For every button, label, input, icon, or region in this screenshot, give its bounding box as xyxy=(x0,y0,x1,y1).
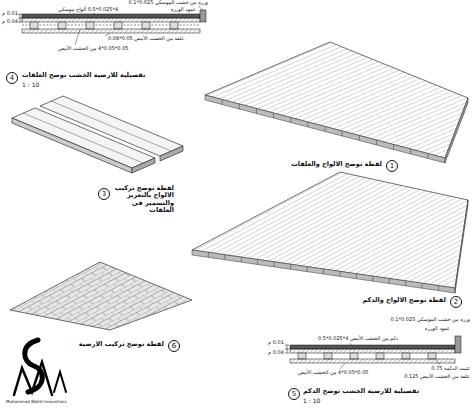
logo-mark xyxy=(14,340,66,395)
view-number: 4 xyxy=(10,75,14,82)
floor-planks-battens-view xyxy=(205,42,468,163)
dimension-note: 0.01 م xyxy=(2,11,18,17)
tongue-groove-planks xyxy=(12,96,183,173)
dimension-note: 0.04 م xyxy=(268,350,284,356)
dimension-note: وزرة من خشب الموسكي 0.025*0.1 xyxy=(391,317,470,323)
view-number: 1 xyxy=(390,163,394,170)
view-number-circle: 6 xyxy=(168,340,180,352)
dimension-note: علفة من الخشب الأبيض 0.125 xyxy=(404,374,470,380)
scale-note: 1 : 10 xyxy=(22,82,39,89)
view-number-circle: 1 xyxy=(386,160,398,172)
scale-note: 1 : 10 xyxy=(303,398,320,405)
logo-text: Muhammad Walid Innovations xyxy=(6,400,66,405)
dimension-note: 0.05*0.05*4 من الخشب الأبيض xyxy=(58,46,129,52)
view-number-circle: 3 xyxy=(98,188,110,200)
view-number: 6 xyxy=(172,343,176,350)
view-caption: تفصيلية للارضية الخشب توضح الدكم xyxy=(303,388,419,395)
dimension-note: 0.05*0.05*4 من الخشب الأبيض xyxy=(298,370,369,376)
floor-detail-sleepers xyxy=(285,336,461,369)
dimension-note: 0.01 م xyxy=(268,340,284,346)
floor-detail-battens xyxy=(18,6,206,45)
dimension-note: 4*0.025*0.5 ألواح موسكي xyxy=(58,7,118,13)
dimension-note: عمود الوزرة xyxy=(425,326,450,332)
view-number: 2 xyxy=(454,299,458,306)
view-number: 3 xyxy=(102,191,106,198)
view-caption: لقطة توضح تركيب الالواح بالتعريز والتسمي… xyxy=(114,185,174,215)
floor-planks-sleepers-view xyxy=(192,172,468,293)
view-caption: لقطة توضح الالواح والعلفات xyxy=(291,161,382,168)
dimension-note: عمود الوزرة xyxy=(171,7,196,13)
view-number-circle: 2 xyxy=(450,296,462,308)
dimension-note: دكم من الخشب الأبيض 4*0.025*0.5 xyxy=(318,336,398,342)
dimension-note: وزرة من خشب الموسكي 0.025*0.1 xyxy=(129,0,208,6)
view-number: 5 xyxy=(292,391,296,398)
dimension-note: تثبيت الدكمة 0.75 xyxy=(431,366,470,372)
floor-installation-view xyxy=(10,262,192,330)
view-caption: تفصيلية للارضية الخشب توضح العلفات xyxy=(22,72,145,79)
view-caption: لقطة توضح الالواح والدكم xyxy=(362,297,446,304)
view-caption: لقطة توضح تركيب الارضية xyxy=(79,341,164,348)
dimension-note: علفة من الخشب الأبيض 0.05*0.08 xyxy=(108,36,184,42)
view-number-circle: 5 xyxy=(288,388,300,400)
dimension-note: 0.04 م xyxy=(2,19,18,25)
view-number-circle: 4 xyxy=(6,72,18,84)
